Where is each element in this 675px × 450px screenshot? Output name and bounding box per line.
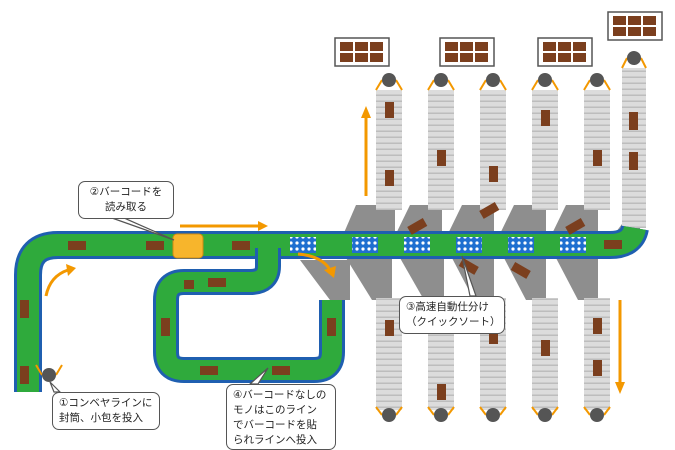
parcel-icon <box>272 366 290 375</box>
chute <box>300 260 350 300</box>
parcel-icon <box>541 110 550 126</box>
lane <box>532 90 558 210</box>
upper-lanes <box>376 68 646 228</box>
flow-arrow-icon <box>297 252 336 278</box>
flow-arrow-icon <box>180 221 268 231</box>
bin-cart-icon <box>439 37 495 67</box>
roller-icon <box>621 51 647 69</box>
callout-step3: ③高速自動仕分け （クイックソート） <box>399 296 505 334</box>
parcel-icon <box>407 218 428 235</box>
lane <box>584 298 610 410</box>
parcel-icon <box>593 360 602 376</box>
roller-icon <box>531 73 559 91</box>
flow-arrow-icon <box>615 300 625 394</box>
callout-line: ②バーコードを <box>89 186 163 198</box>
parcel-icon <box>20 366 29 384</box>
callout-line: ③高速自動仕分け <box>406 301 489 313</box>
flow-arrow-icon <box>361 106 371 196</box>
chute <box>556 258 598 300</box>
bin-carts <box>334 11 663 67</box>
rollers <box>35 51 647 422</box>
callout-line: ④バーコードなしの <box>233 389 327 401</box>
barcode-scanner-icon <box>172 233 204 259</box>
parcel-icon <box>629 112 638 130</box>
callout-step2: ②バーコードを 読み取る <box>78 181 174 219</box>
parcel-icon <box>604 240 622 249</box>
roller-icon <box>531 406 559 422</box>
parcel-icon <box>437 384 446 400</box>
lane <box>480 90 506 210</box>
callout-line: でバーコードを貼 <box>233 419 317 431</box>
parcel-icon <box>385 170 394 186</box>
callout-step1: ①コンベヤラインに 封筒、小包を投入 <box>52 392 160 430</box>
chute <box>400 258 444 300</box>
roller-icon <box>427 406 455 422</box>
sorter-units <box>290 237 586 253</box>
roller-icon <box>479 406 507 422</box>
parcel-icon <box>20 300 29 318</box>
parcel-icon <box>593 318 602 334</box>
sorter-unit <box>352 237 378 253</box>
parcel-icon <box>565 218 586 235</box>
sorter-unit <box>290 237 316 253</box>
callout-line: ①コンベヤラインに <box>59 397 153 409</box>
sorter-unit <box>456 237 482 253</box>
sorter-unit <box>404 237 430 253</box>
parcel-icon <box>629 152 638 170</box>
callout-step4: ④バーコードなしの モノはこのライン でバーコードを貼 られラインへ投入 <box>226 384 336 450</box>
roller-icon <box>427 73 455 91</box>
sorter-unit <box>508 237 534 253</box>
bin-cart-icon <box>537 37 593 67</box>
parcel-icon <box>510 262 531 279</box>
sorter-unit <box>560 237 586 253</box>
callout-line: （クイックソート） <box>406 316 501 328</box>
roller-icon <box>583 73 611 91</box>
parcel-icon <box>385 320 394 336</box>
parcel-icon <box>479 202 500 219</box>
parcel-icon <box>593 150 602 166</box>
lane <box>376 298 402 410</box>
parcel-icon <box>184 280 194 289</box>
callout-line: 読み取る <box>105 201 147 213</box>
callout-line: られラインへ投入 <box>233 434 317 446</box>
main-conveyor <box>14 224 649 392</box>
parcel-icon <box>232 241 250 250</box>
chute <box>452 258 494 300</box>
roller-icon <box>35 364 63 382</box>
parcel-icon <box>200 366 218 375</box>
callout-line: 封筒、小包を投入 <box>59 412 143 424</box>
parcel-icon <box>489 328 498 344</box>
parcel-icon <box>541 340 550 356</box>
parcel-icon <box>327 318 336 336</box>
roller-icon <box>375 73 403 91</box>
flow-arrows <box>44 106 625 394</box>
bin-cart-icon <box>607 11 663 41</box>
parcel-icon <box>68 241 86 250</box>
parcel-icon <box>146 241 164 250</box>
roller-icon <box>375 406 403 422</box>
bin-cart-icon <box>334 37 390 67</box>
flow-arrow-icon <box>44 264 76 297</box>
parcel-icon <box>208 278 226 287</box>
callout-line: モノはこのライン <box>233 404 317 416</box>
parcel-icon <box>385 102 394 118</box>
parcel-icon <box>161 318 170 336</box>
parcel-icon <box>437 150 446 166</box>
chute <box>346 258 392 300</box>
lane <box>622 68 646 228</box>
parcels <box>20 102 638 400</box>
roller-icon <box>583 406 611 422</box>
chute <box>504 258 546 300</box>
parcel-icon <box>489 166 498 182</box>
roller-icon <box>479 73 507 91</box>
